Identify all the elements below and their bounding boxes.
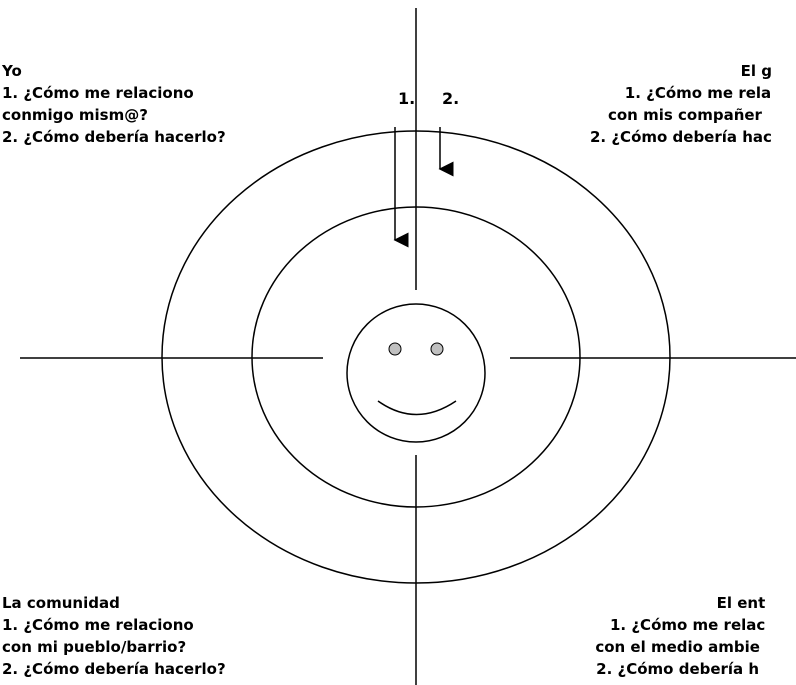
- outer-circle: [161, 130, 671, 584]
- quadrant-line: con mi pueblo/barrio?: [2, 638, 187, 656]
- quadrant-title: La comunidad: [2, 594, 120, 612]
- right-eye: [430, 342, 444, 356]
- quadrant-line: 2. ¿Cómo debería hacerlo?: [2, 660, 226, 678]
- quadrant-yo: Yo 1. ¿Cómo me relaciono conmigo mism@? …: [2, 60, 226, 148]
- quadrant-title: Yo: [2, 62, 22, 80]
- quadrant-line: 2. ¿Cómo debería hacerlo?: [2, 128, 226, 146]
- left-eye: [388, 342, 402, 356]
- smiley-face-icon: [346, 303, 486, 443]
- quadrant-line: 1. ¿Cómo me rela: [624, 84, 772, 102]
- arrow-1-label: 1.: [398, 89, 416, 108]
- smile-mouth: [377, 400, 457, 416]
- middle-circle: [251, 206, 581, 508]
- quadrant-line: 1. ¿Cómo me relac: [610, 616, 766, 634]
- quadrant-comunidad: La comunidad 1. ¿Cómo me relaciono con m…: [2, 592, 226, 680]
- quadrant-grupo: El g 1. ¿Cómo me rela con mis compañer 2…: [590, 60, 772, 148]
- quadrant-line: con el medio ambie: [595, 638, 760, 656]
- quadrant-line: con mis compañer: [607, 106, 762, 124]
- quadrant-line: 2. ¿Cómo debería hac: [590, 128, 772, 146]
- quadrant-line: conmigo mism@?: [2, 106, 148, 124]
- quadrant-title: El ent: [716, 594, 766, 612]
- quadrant-line: 1. ¿Cómo me relaciono: [2, 616, 194, 634]
- quadrant-entorno: El ent 1. ¿Cómo me relac con el medio am…: [590, 592, 765, 680]
- arrow-2-label: 2.: [442, 89, 460, 108]
- quadrant-line: 2. ¿Cómo debería h: [596, 660, 760, 678]
- quadrant-line: 1. ¿Cómo me relaciono: [2, 84, 194, 102]
- quadrant-title: El g: [740, 62, 772, 80]
